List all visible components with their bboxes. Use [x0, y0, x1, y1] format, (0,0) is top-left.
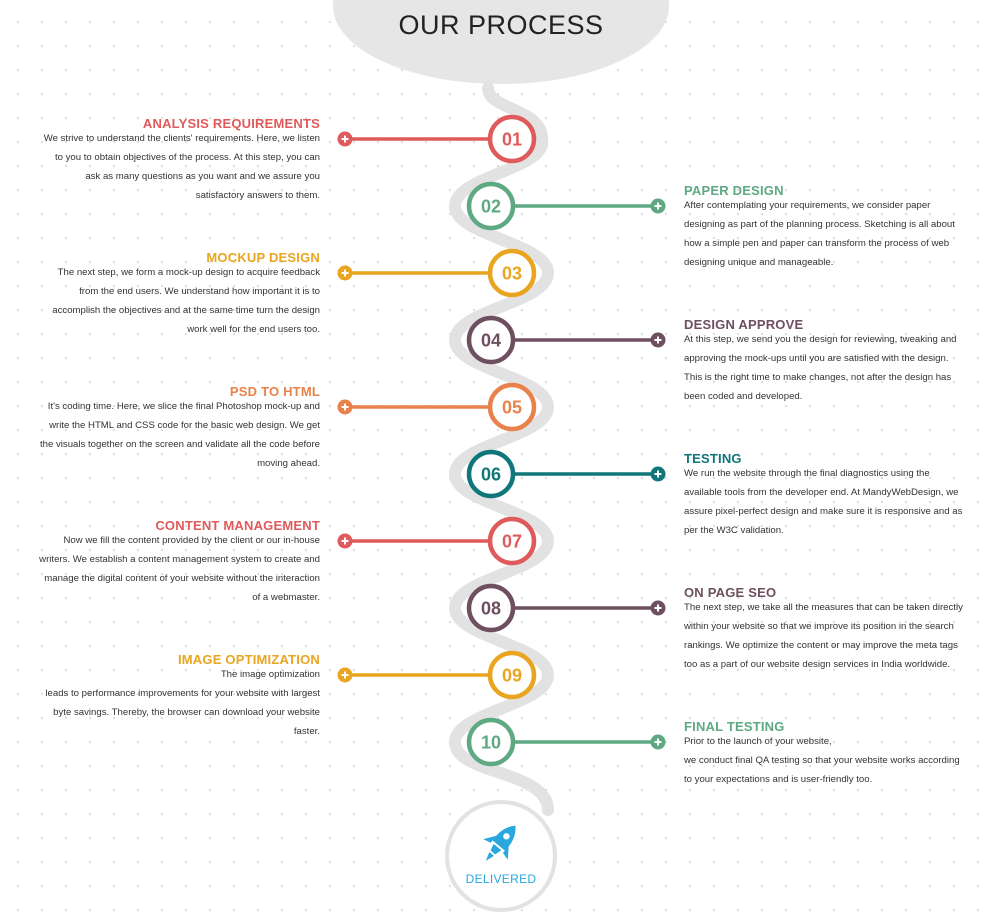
step-node-06: 06	[466, 449, 516, 499]
step-description-line: The next step, we form a mock-up design …	[57, 267, 320, 278]
step-description-line: byte savings. Thereby, the browser can d…	[53, 706, 320, 718]
step-node-04: 04	[466, 315, 516, 365]
step-title: ON PAGE SEO	[684, 585, 777, 600]
step-description-line: from the end users. We understand how im…	[79, 285, 320, 297]
rocket-icon	[483, 825, 516, 861]
step-description-line: how a simple pen and paper can transform…	[684, 237, 950, 249]
step-node-01: 01	[487, 114, 537, 164]
plus-circle-icon[interactable]	[650, 600, 666, 616]
step-description-line: accomplish the objectives and at the sam…	[52, 304, 320, 316]
step-description-line: It's coding time. Here, we slice the fin…	[47, 401, 320, 412]
step-description-line: within your website so that we improve i…	[684, 620, 954, 632]
step-number: 09	[502, 666, 522, 686]
step-description-line: too as a part of our website design serv…	[684, 658, 951, 670]
step-description-line: to your expectations and is user-friendl…	[684, 773, 873, 785]
step-description-line: designing unique and manageable.	[684, 256, 834, 268]
step-description: The next step, we take all the measures …	[684, 599, 974, 675]
step-title: PAPER DESIGN	[684, 183, 784, 198]
step-description-line: the visuals together on the screen and v…	[39, 438, 320, 450]
step-description-line: Now we fill the content provided by the …	[63, 535, 320, 546]
step-title: IMAGE OPTIMIZATION	[177, 652, 320, 667]
step-number: 05	[502, 398, 522, 418]
plus-circle-icon[interactable]	[337, 533, 353, 549]
step-description-line: We run the website through the final dia…	[684, 468, 930, 479]
step-node-07: 07	[487, 516, 537, 566]
step-description-line: available tools from the developer end. …	[684, 486, 959, 498]
step-number: 06	[481, 465, 501, 485]
step-description-line: per the W3C validation.	[684, 524, 784, 536]
step-description-line: satisfactory answers to them.	[195, 189, 320, 201]
step-description-line: to you to obtain objectives of the proce…	[54, 151, 320, 163]
plus-circle-icon[interactable]	[337, 667, 353, 683]
step-description-line: leads to performance improvements for yo…	[45, 687, 320, 699]
step-description-line: rankings. We optimize the content or may…	[684, 639, 958, 651]
step-description-line: ask as many questions as you want and we…	[85, 170, 320, 182]
step-description-line: work well for the end users too.	[187, 323, 320, 335]
step-description-line: write the HTML and CSS code for the basi…	[49, 419, 320, 431]
step-description-line: been coded and developed.	[684, 390, 803, 402]
step-description-line: moving ahead.	[257, 457, 320, 469]
step-description-line: writers. We establish a content manageme…	[39, 553, 320, 565]
step-description-line: faster.	[293, 725, 320, 737]
step-node-08: 08	[466, 583, 516, 633]
step-description-line: The next step, we take all the measures …	[684, 602, 963, 613]
step-description-line: Prior to the launch of your website,	[684, 736, 832, 747]
step-node-03: 03	[487, 248, 537, 298]
step-number: 10	[481, 733, 501, 753]
step-node-09: 09	[487, 650, 537, 700]
step-description-line: we conduct final QA testing so that your…	[684, 754, 960, 766]
plus-circle-icon[interactable]	[337, 131, 353, 147]
step-number: 08	[481, 599, 501, 619]
step-title: FINAL TESTING	[684, 719, 785, 734]
page-title: OUR PROCESS	[398, 10, 604, 40]
delivered-label: DELIVERED	[465, 872, 537, 886]
plus-circle-icon[interactable]	[650, 466, 666, 482]
step-description: After contemplating your requirements, w…	[684, 197, 974, 273]
step-title: MOCKUP DESIGN	[206, 250, 320, 265]
plus-circle-icon[interactable]	[650, 198, 666, 214]
step-description-line: The image optimization	[220, 669, 320, 680]
step-number: 01	[502, 130, 522, 150]
step-number: 02	[481, 197, 501, 217]
step-description: At this step, we send you the design for…	[684, 331, 974, 407]
step-node-02: 02	[466, 181, 516, 231]
step-number: 07	[502, 532, 522, 552]
step-description-line: After contemplating your requirements, w…	[684, 200, 931, 211]
step-node-10: 10	[466, 717, 516, 767]
track-path	[448, 82, 555, 816]
step-description-line: of a webmaster.	[252, 591, 320, 603]
step-number: 04	[481, 331, 501, 351]
step-description: We strive to understand the clients' req…	[30, 130, 320, 206]
step-title: CONTENT MANAGEMENT	[155, 518, 320, 533]
step-description-line: At this step, we send you the design for…	[684, 334, 957, 345]
step-title: PSD TO HTML	[229, 384, 320, 399]
delivered-badge	[445, 800, 557, 912]
step-description: The image optimization leads to performan…	[30, 666, 320, 742]
plus-circle-icon[interactable]	[337, 399, 353, 415]
step-title: TESTING	[684, 451, 742, 466]
step-description-line: assure pixel-perfect design and make sur…	[684, 505, 963, 517]
step-node-05: 05	[487, 382, 537, 432]
step-description: The next step, we form a mock-up design …	[30, 264, 320, 340]
step-description: Now we fill the content provided by the …	[30, 532, 320, 608]
step-description: It's coding time. Here, we slice the fin…	[30, 398, 320, 474]
step-description-line: This is the right time to make changes, …	[684, 371, 952, 383]
step-description-line: We strive to understand the clients' req…	[43, 133, 320, 144]
step-description-line: approving the mock-ups until you are sat…	[684, 352, 949, 364]
plus-circle-icon[interactable]	[650, 332, 666, 348]
step-description-line: manage the digital content of your websi…	[44, 572, 320, 584]
step-title: ANALYSIS REQUIREMENTS	[142, 116, 320, 131]
step-description: We run the website through the final dia…	[684, 465, 974, 541]
step-title: DESIGN APPROVE	[684, 317, 804, 332]
plus-circle-icon[interactable]	[337, 265, 353, 281]
step-number: 03	[502, 264, 522, 284]
step-description-line: designing as part of the planning proces…	[684, 218, 955, 230]
step-description: Prior to the launch of your website, we c…	[684, 733, 974, 790]
plus-circle-icon[interactable]	[650, 734, 666, 750]
